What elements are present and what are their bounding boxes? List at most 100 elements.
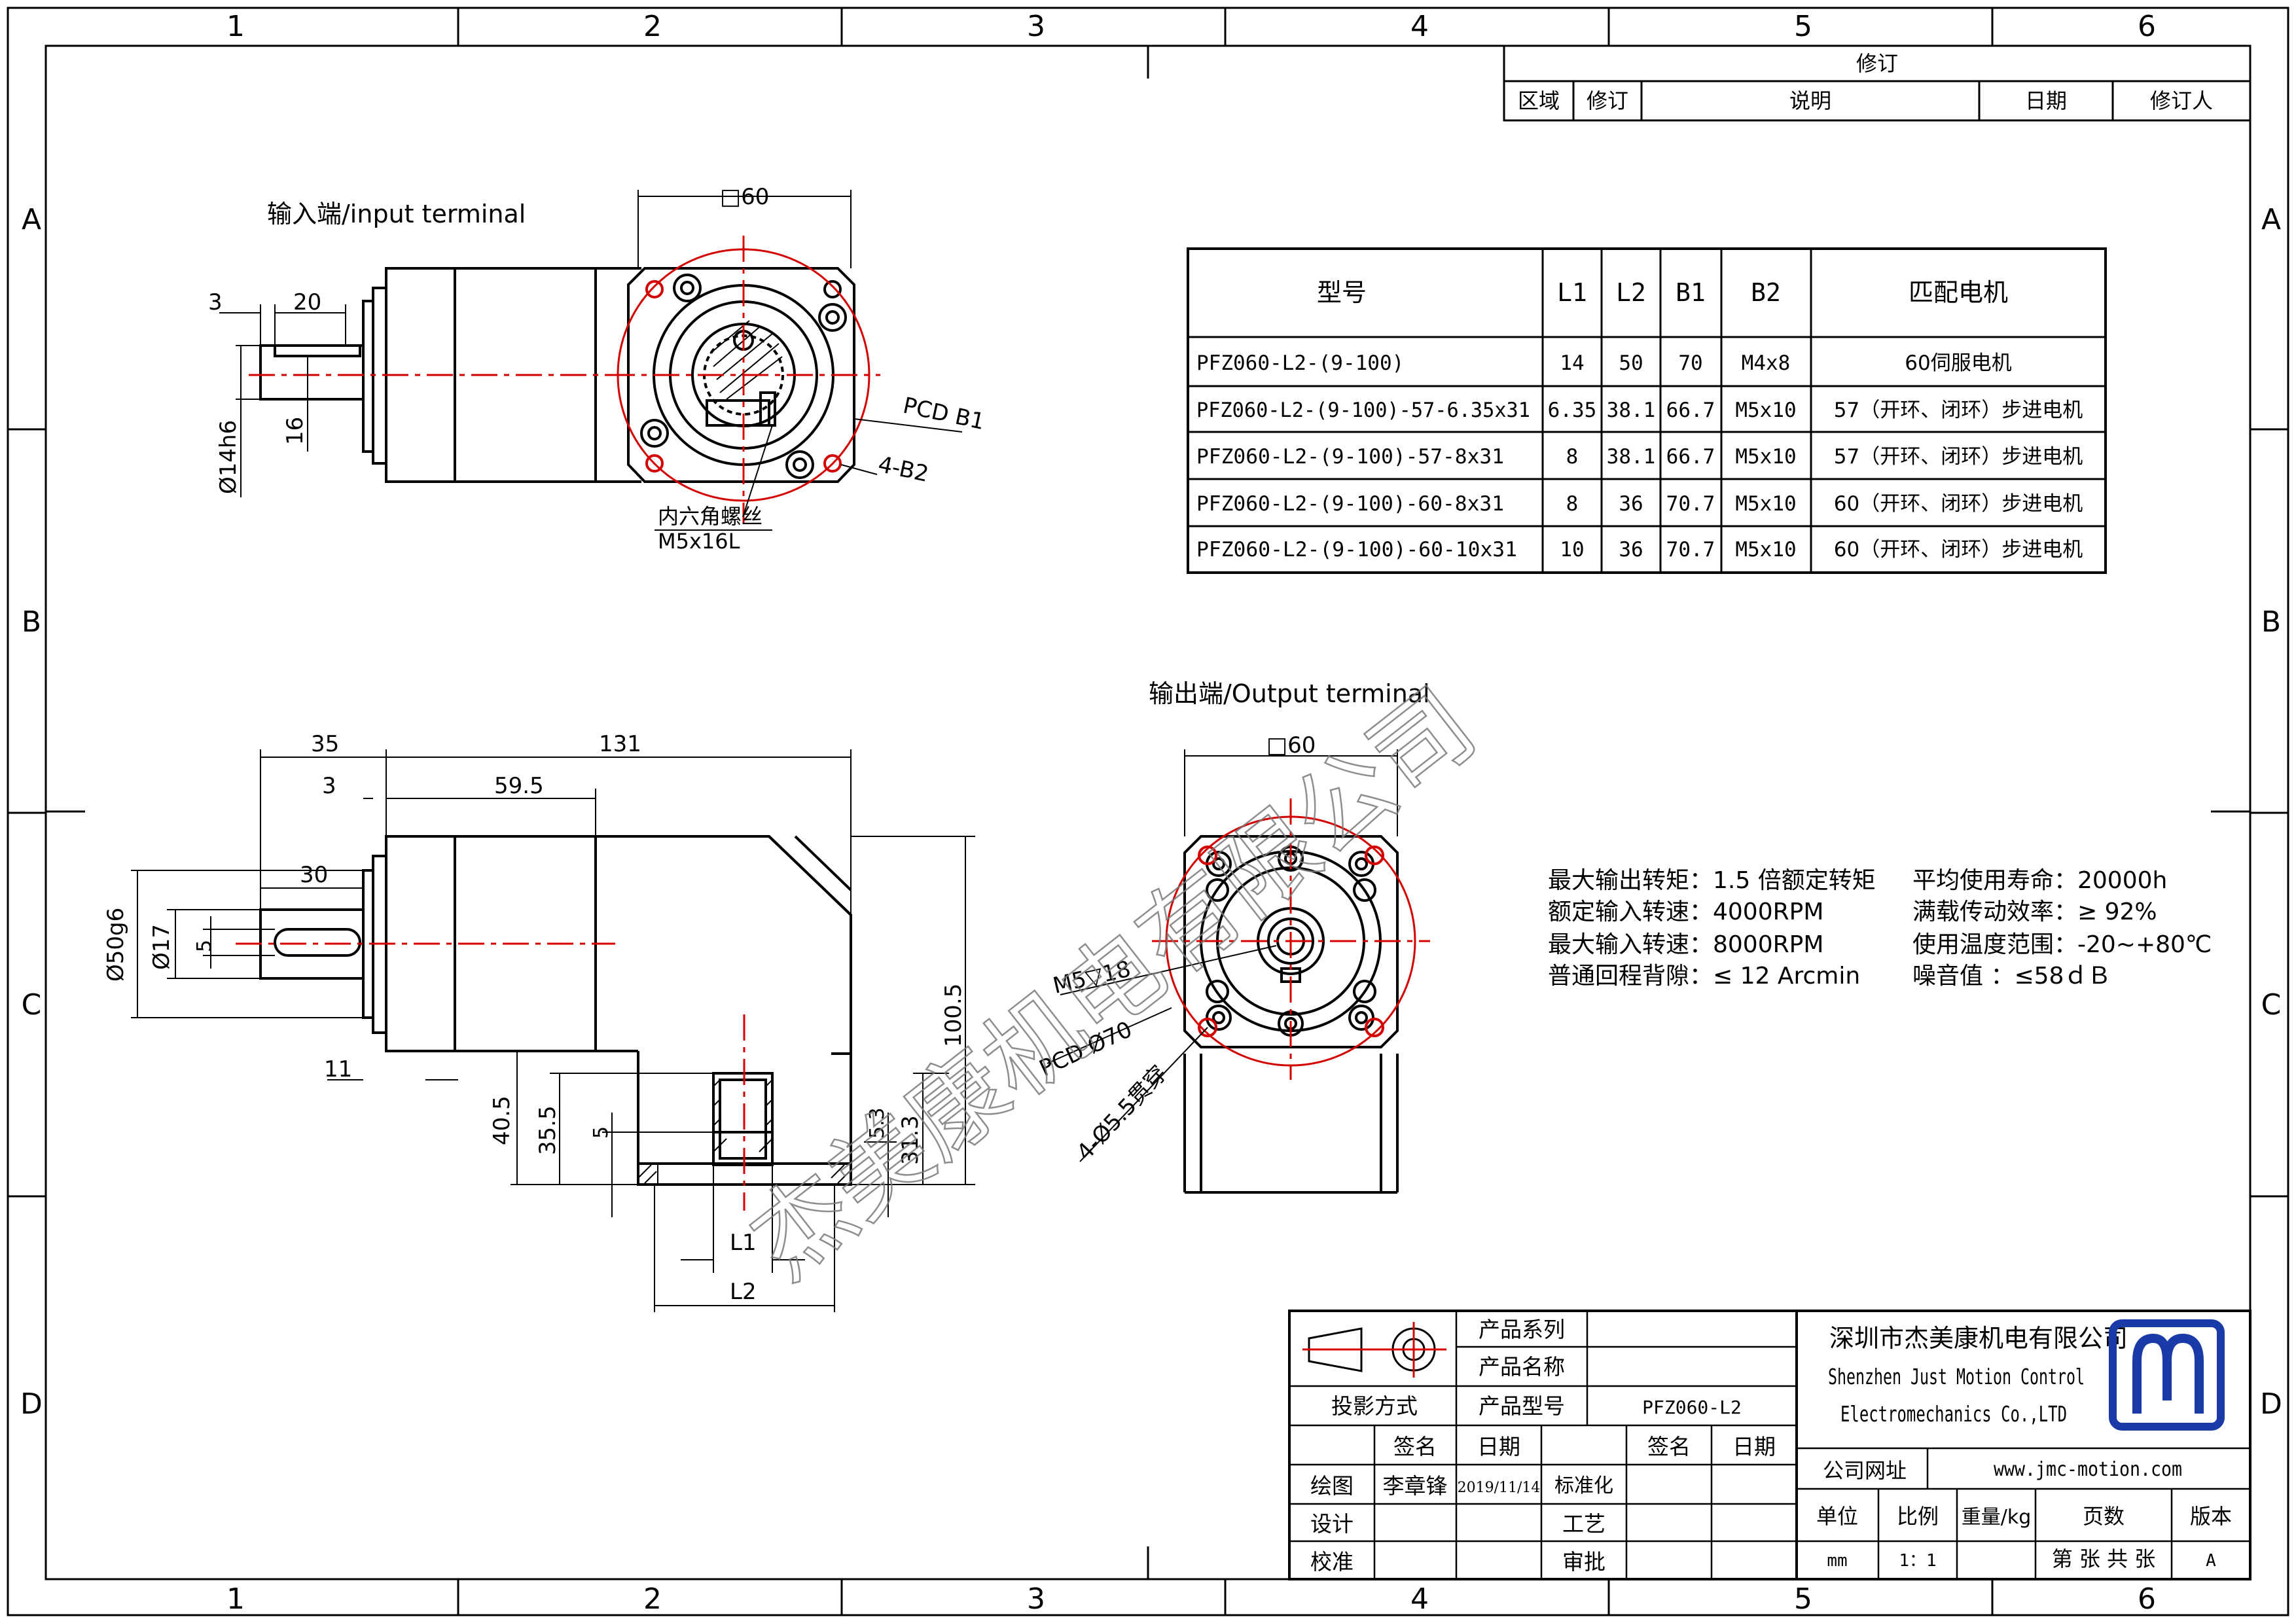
- spec-item: 最大输出转矩：1.5 倍额定转矩: [1548, 867, 1876, 894]
- label-design: 设计: [1310, 1511, 1354, 1537]
- spec-item: 使用温度范围：-20~+80℃: [1912, 931, 2212, 958]
- spec-list: 最大输出转矩：1.5 倍额定转矩 平均使用寿命：20000h 额定输入转速：40…: [1548, 867, 2212, 990]
- label-unit: 单位: [1816, 1504, 1858, 1529]
- spec-item: 额定输入转速：4000RPM: [1548, 899, 1823, 925]
- zone-ticks: [8, 8, 2288, 1615]
- label-projection: 投影方式: [1331, 1393, 1418, 1419]
- dim-31-3: 31.3: [897, 1115, 924, 1165]
- output-view-label: 输出端/Output terminal: [1149, 679, 1430, 708]
- draw-date: 2019/11/14: [1458, 1480, 1541, 1496]
- dim-input-20: 20: [293, 289, 321, 315]
- zone-labels: 1 2 3 4 5 6 1 2 3 4 5 6 A B C D A B C D: [20, 10, 2282, 1616]
- dim-pcd-b1: PCD B1: [901, 393, 987, 435]
- input-view-label: 输入端/input terminal: [267, 200, 526, 228]
- row-label: A: [22, 203, 41, 236]
- label-name: 产品名称: [1479, 1354, 1565, 1380]
- dim-l2: L2: [730, 1279, 757, 1305]
- dim-4-b2: 4-B2: [876, 452, 931, 488]
- table-cell: 66.7: [1666, 399, 1715, 422]
- model-value: PFZ060-L2: [1642, 1397, 1742, 1418]
- label-date-2: 日期: [1732, 1434, 1776, 1459]
- col-label: 1: [226, 1582, 245, 1616]
- col-label: 2: [643, 10, 662, 43]
- spec-item: 普通回程背隙：≤ 12 Arcmin: [1548, 963, 1860, 990]
- table-cell: PFZ060-L2-(9-100)-57-8x31: [1196, 445, 1504, 469]
- table-cell: M5x10: [1735, 492, 1796, 516]
- label-pages: 页数: [2083, 1504, 2125, 1529]
- table-cell: M5x10: [1735, 445, 1796, 469]
- dim-5-3: 5.3: [866, 1107, 889, 1139]
- website-link[interactable]: www.jmc-motion.com: [1994, 1458, 2182, 1481]
- table-cell: 8: [1566, 492, 1579, 516]
- table-cell: 70: [1678, 351, 1702, 375]
- pages-value: 第 张 共 张: [2052, 1546, 2156, 1571]
- dim-d50: Ø50g6: [103, 908, 129, 982]
- projection-symbol-icon: [1302, 1322, 1446, 1378]
- col-label: 2: [643, 1582, 662, 1616]
- table-header: L2: [1616, 278, 1646, 307]
- table-cell: 38.1: [1607, 399, 1656, 422]
- label-scale: 比例: [1897, 1504, 1939, 1529]
- version-value: A: [2206, 1551, 2216, 1571]
- revision-header: 修订人: [2150, 88, 2213, 113]
- table-cell: 50: [1619, 351, 1643, 375]
- label-series: 产品系列: [1479, 1317, 1565, 1342]
- table-row: PFZ060-L2-(9-100) 14 50 70 M4x8 60伺服电机: [1196, 351, 2012, 375]
- row-label: D: [2260, 1387, 2282, 1421]
- company-name-cn: 深圳市杰美康机电有限公司: [1829, 1324, 2128, 1353]
- company-name-en-2: Electromechanics Co.,LTD: [1840, 1401, 2067, 1427]
- label-approve: 审批: [1562, 1549, 1605, 1575]
- col-label: 3: [1027, 1582, 1045, 1616]
- row-label: C: [2261, 988, 2282, 1022]
- unit-value: mm: [1827, 1551, 1847, 1571]
- spec-item: 最大输入转速：8000RPM: [1548, 931, 1823, 958]
- label-website: 公司网址: [1823, 1458, 1907, 1483]
- dim-input-square: □60: [720, 184, 769, 210]
- label-standard: 标准化: [1554, 1474, 1613, 1497]
- table-cell: 70.7: [1666, 538, 1715, 562]
- dim-d17: Ø17: [149, 924, 175, 970]
- input-view: 输入端/input terminal: [208, 184, 987, 554]
- spec-item: 噪音值 ：≤58ｄＢ: [1912, 963, 2111, 990]
- row-label: C: [22, 988, 42, 1022]
- company-name-en-1: Shenzhen Just Motion Control: [1828, 1364, 2085, 1389]
- table-cell: 66.7: [1666, 445, 1715, 469]
- table-cell: 60（开环、闭环）步进电机: [1834, 538, 2083, 562]
- spec-item: 满载传动效率：≥ 92%: [1912, 899, 2157, 925]
- dim-5-b: 5: [590, 1126, 613, 1139]
- label-weight: 重量/kg: [1962, 1506, 2032, 1529]
- table-cell: 36: [1619, 492, 1643, 516]
- table-header: L1: [1557, 278, 1587, 307]
- dim-35-5: 35.5: [535, 1105, 561, 1155]
- table-cell: 57（开环、闭环）步进电机: [1834, 399, 2083, 422]
- table-cell: PFZ060-L2-(9-100)-60-10x31: [1196, 538, 1517, 562]
- revision-header: 日期: [2025, 88, 2067, 113]
- table-row: PFZ060-L2-(9-100)-57-8x31 8 38.1 66.7 M5…: [1196, 445, 2083, 469]
- table-cell: PFZ060-L2-(9-100)-60-8x31: [1196, 492, 1504, 516]
- table-cell: 36: [1619, 538, 1643, 562]
- table-row: PFZ060-L2-(9-100)-60-10x31 10 36 70.7 M5…: [1196, 538, 2083, 562]
- table-cell: 57（开环、闭环）步进电机: [1834, 445, 2083, 469]
- col-label: 5: [1794, 10, 1812, 43]
- dim-output-square: □60: [1266, 732, 1316, 758]
- col-label: 6: [2138, 1582, 2156, 1616]
- spec-item: 平均使用寿命：20000h: [1912, 867, 2167, 894]
- col-label: 4: [1410, 10, 1429, 43]
- col-label: 5: [1794, 1582, 1812, 1616]
- dim-11: 11: [324, 1056, 352, 1082]
- dim-input-16: 16: [282, 417, 308, 445]
- dim-100-5: 100.5: [941, 984, 967, 1047]
- drawer-name: 李章锋: [1383, 1473, 1448, 1499]
- col-label: 4: [1410, 1582, 1429, 1616]
- screw-label: 内六角螺丝: [658, 504, 762, 529]
- revision-header: 修订: [1587, 88, 1628, 113]
- col-label: 6: [2138, 10, 2156, 43]
- company-logo-icon: [2109, 1319, 2225, 1431]
- table-cell: 70.7: [1666, 492, 1715, 516]
- dim-40-5: 40.5: [489, 1096, 515, 1145]
- label-model: 产品型号: [1479, 1393, 1565, 1419]
- table-row: PFZ060-L2-(9-100)-60-8x31 8 36 70.7 M5x1…: [1196, 492, 2083, 516]
- table-cell: M4x8: [1742, 351, 1791, 375]
- table-header: B1: [1676, 278, 1706, 307]
